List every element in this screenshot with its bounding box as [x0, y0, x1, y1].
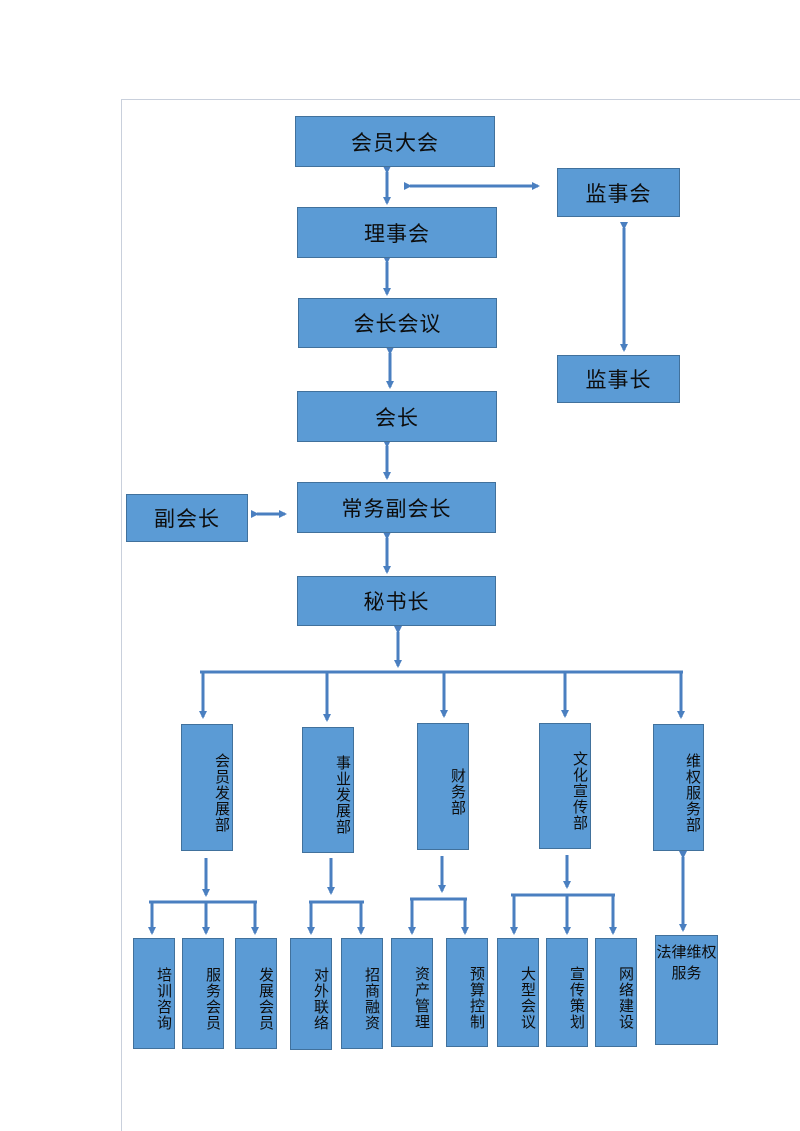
dept-box-2: 事业发展部: [302, 727, 354, 853]
leaf-1-2: 服务会员: [182, 938, 224, 1049]
box-secretary-general: 秘书长: [297, 576, 496, 626]
leaf-4-3: 网络建设: [595, 938, 637, 1047]
box-council: 理事会: [297, 207, 497, 258]
box-president-meeting: 会长会议: [298, 298, 497, 348]
leaf-2-1: 对外联络: [290, 938, 332, 1050]
leaf-5-1: 法律维权服务: [655, 935, 718, 1045]
dept-box-5: 维权服务部: [653, 724, 704, 851]
dept-box-1: 会员发展部: [181, 724, 233, 851]
leaf-1-3: 发展会员: [235, 938, 277, 1049]
leaf-1-1: 培训咨询: [133, 938, 175, 1049]
box-vice-president: 副会长: [126, 494, 248, 542]
dept-box-4: 文化宣传部: [539, 723, 591, 849]
leaf-3-1: 资产管理: [391, 938, 433, 1047]
page-frame-left: [121, 99, 122, 1131]
leaf-3-2: 预算控制: [446, 938, 488, 1047]
box-president: 会长: [297, 391, 497, 442]
box-chief-supervisor: 监事长: [557, 355, 680, 403]
page-frame-top: [121, 99, 800, 100]
box-supervisory-board: 监事会: [557, 168, 680, 217]
box-exec-vp: 常务副会长: [297, 482, 496, 533]
leaf-4-1: 大型会议: [497, 938, 539, 1047]
box-assembly: 会员大会: [295, 116, 495, 167]
dept-box-3: 财务部: [417, 723, 469, 850]
leaf-2-2: 招商融资: [341, 938, 383, 1049]
leaf-4-2: 宣传策划: [546, 938, 588, 1047]
